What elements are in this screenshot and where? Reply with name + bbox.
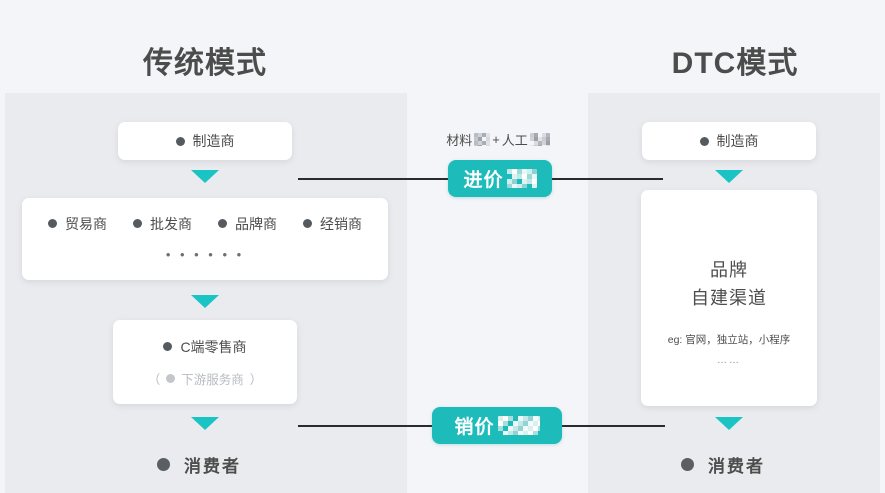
list-item: 品牌商 xyxy=(218,214,277,234)
paren-open: （ xyxy=(147,372,161,387)
cost-formula-caption: 材料 + 人工 xyxy=(408,130,588,149)
brand-owned-channel-card: 品牌 自建渠道 eg: 官网，独立站，小程序 …… xyxy=(641,190,817,406)
distributors-ellipsis: • • • • • • xyxy=(165,246,245,262)
distributor-label: 经销商 xyxy=(320,215,362,232)
distributors-card: 贸易商 批发商 品牌商 经销商 • • • • • • xyxy=(22,198,388,280)
selling-price-connector-right xyxy=(560,425,665,427)
purchase-price-label: 进价 xyxy=(463,170,504,191)
brand-channel-title: 品牌 自建渠道 xyxy=(691,257,767,313)
bullet-dot-icon xyxy=(218,219,227,228)
manufacturer-card-traditional: 制造商 xyxy=(118,122,292,160)
bullet-dot-icon xyxy=(163,342,173,351)
cost-labor-label: 人工 xyxy=(501,133,528,148)
paren-close: ） xyxy=(249,372,263,387)
retailer-label-row: C端零售商 xyxy=(163,337,247,357)
distributors-row: 贸易商 批发商 品牌商 经销商 xyxy=(48,214,362,234)
down-arrow-icon xyxy=(191,295,219,308)
manufacturer-label: 制造商 xyxy=(716,133,759,149)
distributor-label: 品牌商 xyxy=(235,215,277,232)
purchase-price-connector-right xyxy=(538,178,663,180)
manufacturer-card-dtc: 制造商 xyxy=(642,122,816,160)
brand-title-line1: 品牌 xyxy=(710,260,748,281)
selling-price-label: 销价 xyxy=(454,417,495,438)
bullet-dot-icon xyxy=(166,373,176,383)
c-end-retailer-card: C端零售商 （ 下游服务商 ） xyxy=(113,320,297,404)
manufacturer-label: 制造商 xyxy=(192,133,235,149)
manufacturer-label-row: 制造商 xyxy=(699,131,759,151)
brand-example-text: eg: 官网，独立站，小程序 xyxy=(667,334,791,347)
downstream-service-label: 下游服务商 xyxy=(181,372,244,387)
dtc-model-title: DTC模式 xyxy=(671,47,799,80)
down-arrow-icon xyxy=(715,170,743,183)
bullet-dot-icon xyxy=(681,458,694,471)
brand-example-ellipsis: …… xyxy=(717,355,741,366)
selling-price-badge: 销价 xyxy=(432,407,562,444)
list-item: 贸易商 xyxy=(48,214,107,234)
traditional-model-title: 传统模式 xyxy=(143,47,267,80)
bullet-dot-icon xyxy=(48,219,57,228)
bullet-dot-icon xyxy=(699,136,709,146)
down-arrow-icon xyxy=(191,170,219,183)
redacted-value-material xyxy=(474,133,491,146)
redacted-value-labor xyxy=(529,133,550,146)
bullet-dot-icon xyxy=(303,219,312,228)
cost-plus-sign: + xyxy=(492,132,500,147)
down-arrow-icon xyxy=(191,417,219,430)
bullet-dot-icon xyxy=(157,458,170,471)
redacted-value-selling-price xyxy=(497,416,540,435)
brand-title-line2: 自建渠道 xyxy=(691,288,767,308)
selling-price-connector-left xyxy=(298,425,433,427)
bullet-dot-icon xyxy=(133,219,142,228)
manufacturer-label-row: 制造商 xyxy=(175,131,235,151)
cost-material-label: 材料 xyxy=(446,133,473,148)
bullet-dot-icon xyxy=(175,136,185,146)
retailer-label: C端零售商 xyxy=(180,338,247,355)
distributor-label: 批发商 xyxy=(150,215,192,232)
distributor-label: 贸易商 xyxy=(65,215,107,232)
consumer-label: 消费者 xyxy=(184,457,241,476)
list-item: 批发商 xyxy=(133,214,192,234)
redacted-value-purchase-price xyxy=(506,169,537,188)
purchase-price-connector-left xyxy=(298,178,463,180)
brand-channel-examples: eg: 官网，独立站，小程序 …… xyxy=(641,331,817,370)
purchase-price-badge: 进价 xyxy=(448,160,552,197)
consumer-label: 消费者 xyxy=(708,457,765,476)
downstream-service-row: （ 下游服务商 ） xyxy=(148,369,263,388)
down-arrow-icon xyxy=(715,417,743,430)
consumer-node-dtc: 消费者 xyxy=(681,452,765,477)
list-item: 经销商 xyxy=(303,214,362,234)
consumer-node-traditional: 消费者 xyxy=(157,452,241,477)
